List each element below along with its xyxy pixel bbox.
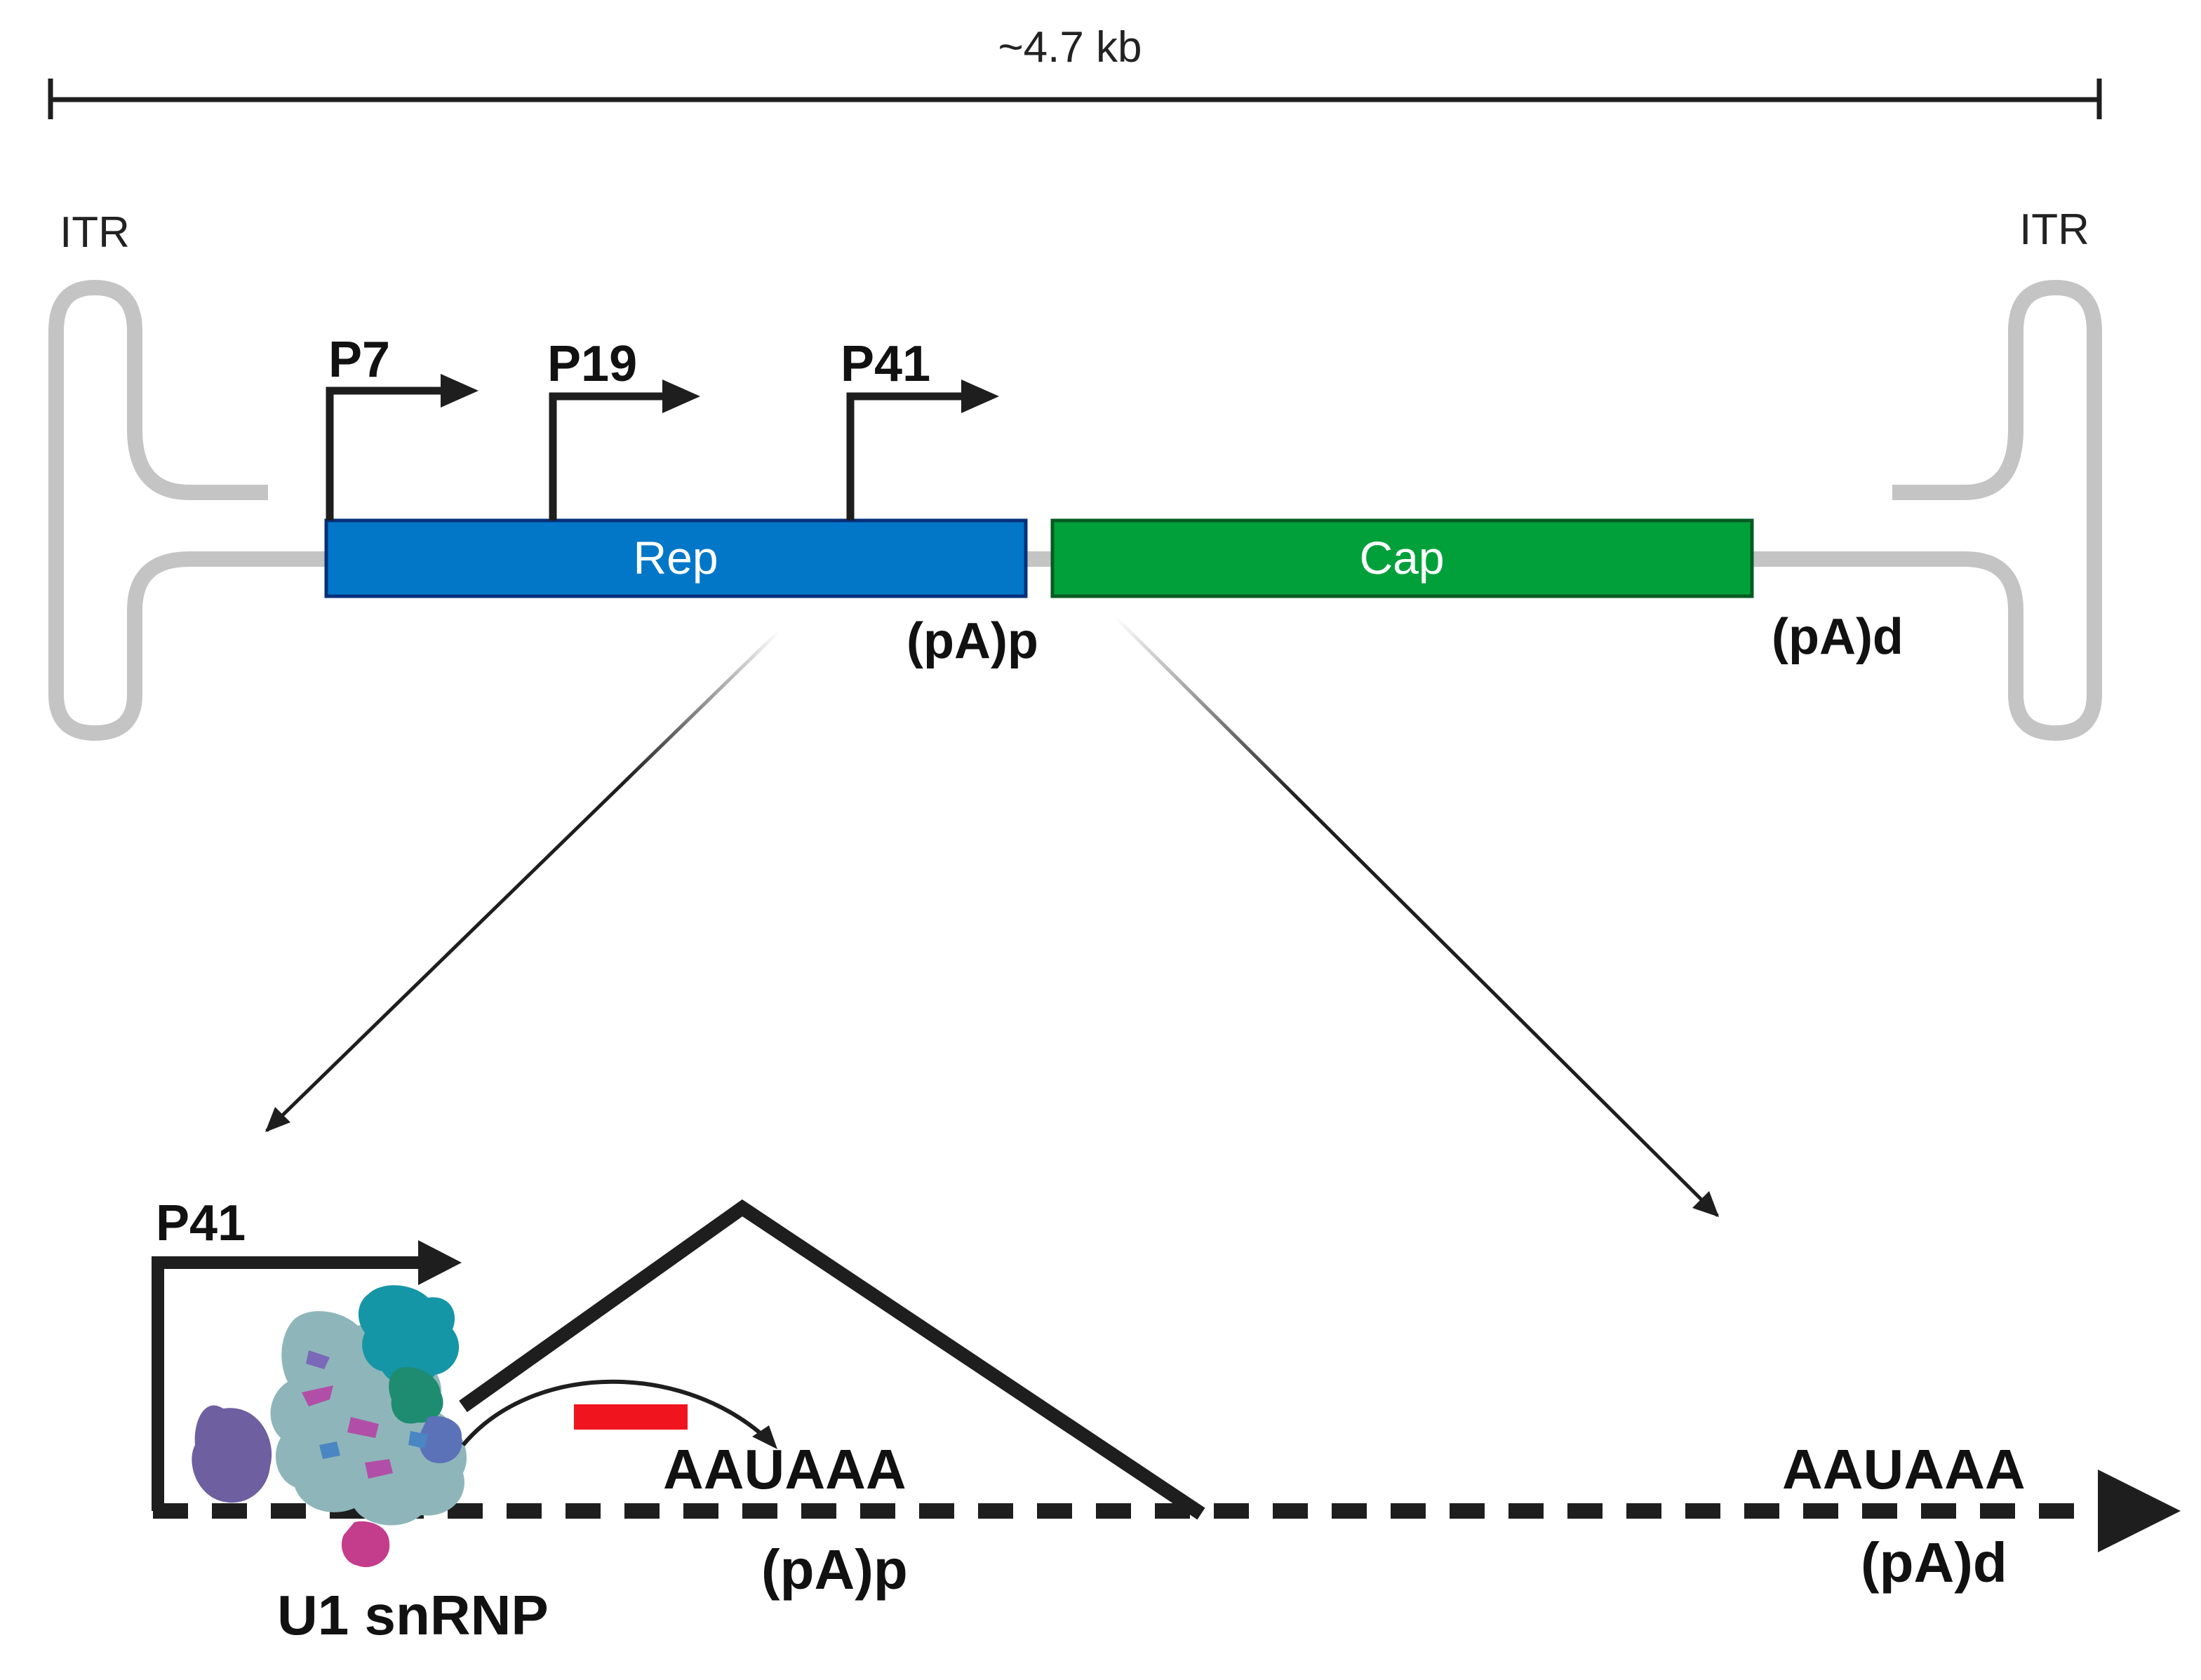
splice-intron-line (459, 1199, 1205, 1520)
genome-pa-proximal-label: (pA)p (907, 613, 1038, 669)
promoter-p19-label: P19 (547, 336, 637, 392)
zoom-arrow-left (265, 630, 780, 1132)
detail-p41-label: P41 (156, 1195, 246, 1251)
cap-label: Cap (1359, 532, 1444, 584)
promoter-p41-label: P41 (841, 336, 930, 392)
cap-gene: Cap (1050, 518, 1754, 598)
itr-right-label: ITR (2019, 206, 2089, 254)
genome-length-scale-bar: ~4.7 kb (48, 23, 2102, 119)
detail-signal-proximal: AAUAAA (663, 1438, 907, 1500)
zoom-arrow-right-head (1692, 1191, 1719, 1217)
u1-snrnp-label: U1 snRNP (277, 1584, 549, 1646)
transcript-arrowhead (2098, 1470, 2181, 1552)
inhibition-bar (574, 1404, 688, 1430)
promoter-p41-arrow (846, 379, 999, 520)
detail-pa-proximal-label: (pA)p (761, 1538, 908, 1601)
rep-label: Rep (633, 532, 718, 584)
itr-left-label: ITR (60, 208, 130, 257)
promoter-p19-arrow (549, 379, 700, 520)
promoter-p7-arrow (326, 374, 479, 520)
promoter-p7-label: P7 (328, 332, 390, 388)
itr-right-hairpin (1752, 279, 2102, 741)
zoom-arrow-left-head (265, 1107, 290, 1132)
genome-length-label: ~4.7 kb (998, 23, 1142, 72)
detail-signal-distal: AAUAAA (1782, 1438, 2026, 1500)
u1-inhibition-curve-arrow (461, 1379, 774, 1446)
rep-gene: Rep (324, 518, 1028, 598)
zoom-arrow-right (1114, 616, 1719, 1217)
detail-pa-distal-label: (pA)d (1861, 1531, 2007, 1594)
itr-left-hairpin (48, 279, 326, 741)
genome-pa-distal-label: (pA)d (1772, 609, 1904, 665)
u1-inhibition-arrowhead (752, 1425, 777, 1449)
u1-snrnp-complex (192, 1285, 467, 1568)
detail-p41-arrow (152, 1240, 462, 1511)
